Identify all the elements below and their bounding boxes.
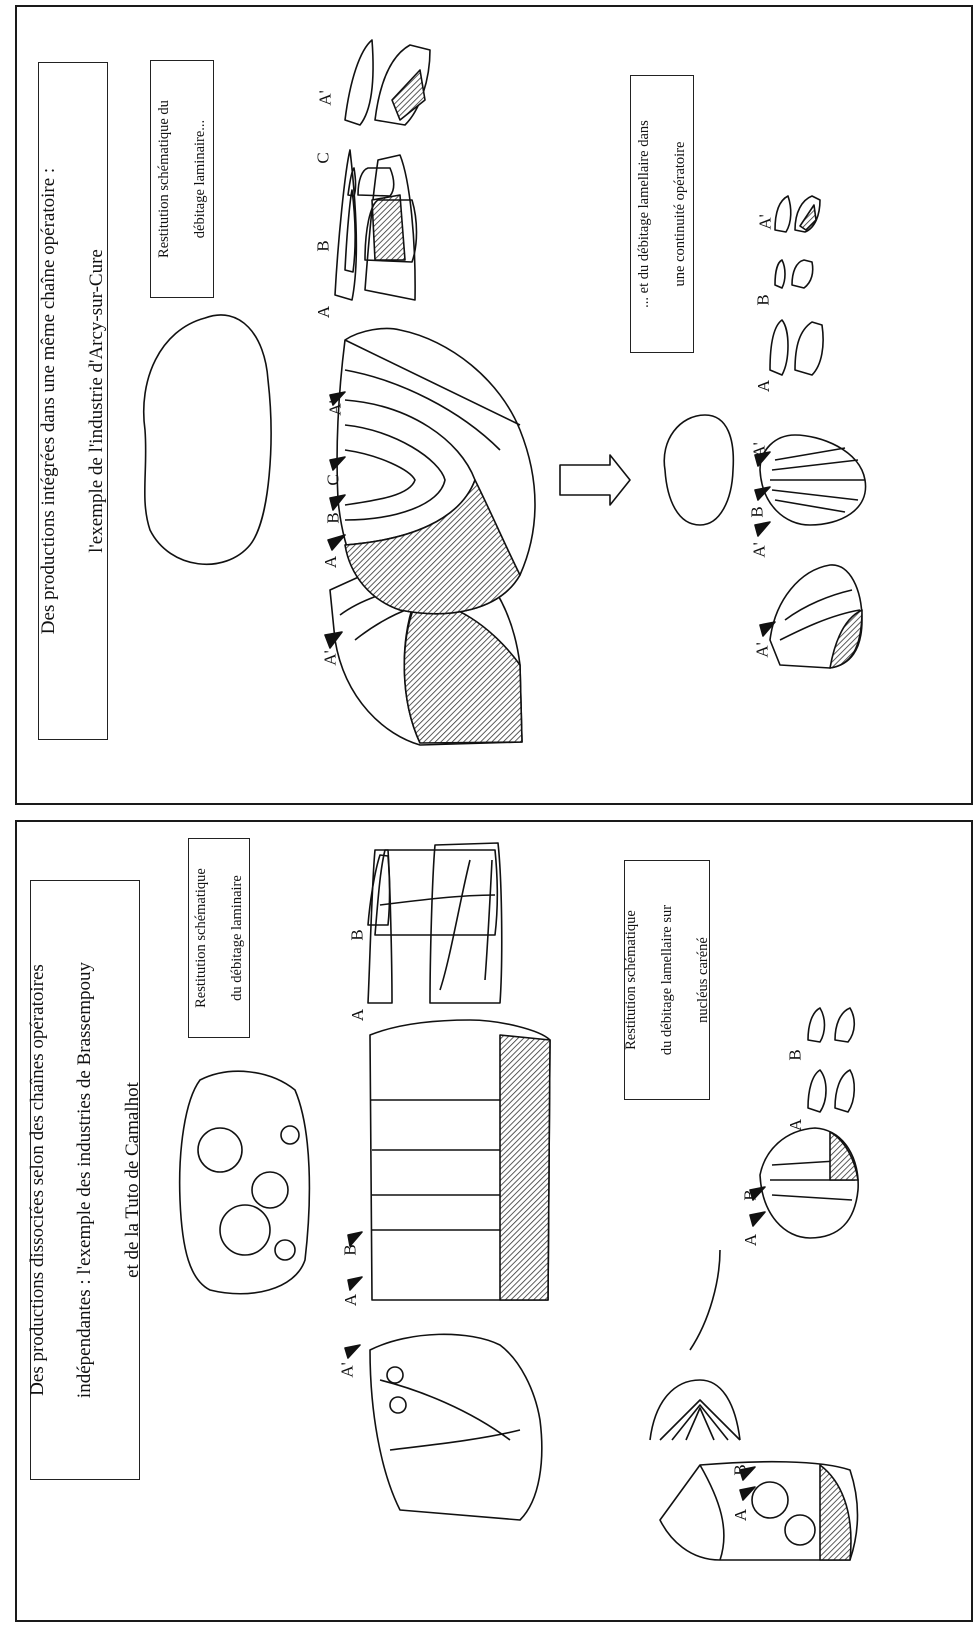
bottom-core-side-view xyxy=(370,1334,542,1520)
bottom-label-B-core-small: B xyxy=(741,1189,761,1200)
bottom-bladelet-A xyxy=(808,1070,826,1112)
bottom-label-A-core: A xyxy=(341,1294,361,1306)
bottom-blade-B-face xyxy=(375,850,497,935)
bottom-label-A-core-small: A xyxy=(741,1234,761,1246)
bottom-bladelet-B xyxy=(808,1008,825,1042)
bottom-core-platform xyxy=(180,1071,310,1293)
bottom-label-A-carinated: A xyxy=(731,1509,751,1521)
bottom-label-A-bladelet: A xyxy=(786,1119,806,1131)
bottom-label-B-carinated: B xyxy=(731,1464,751,1475)
bottom-label-B-core: B xyxy=(341,1244,361,1255)
bottom-label-A-blade: A xyxy=(348,1009,368,1021)
bottom-label-B-bladelet: B xyxy=(786,1049,806,1060)
bottom-label-B-blade: B xyxy=(348,929,368,940)
bottom-label-Ap-side: A' xyxy=(338,1362,358,1377)
